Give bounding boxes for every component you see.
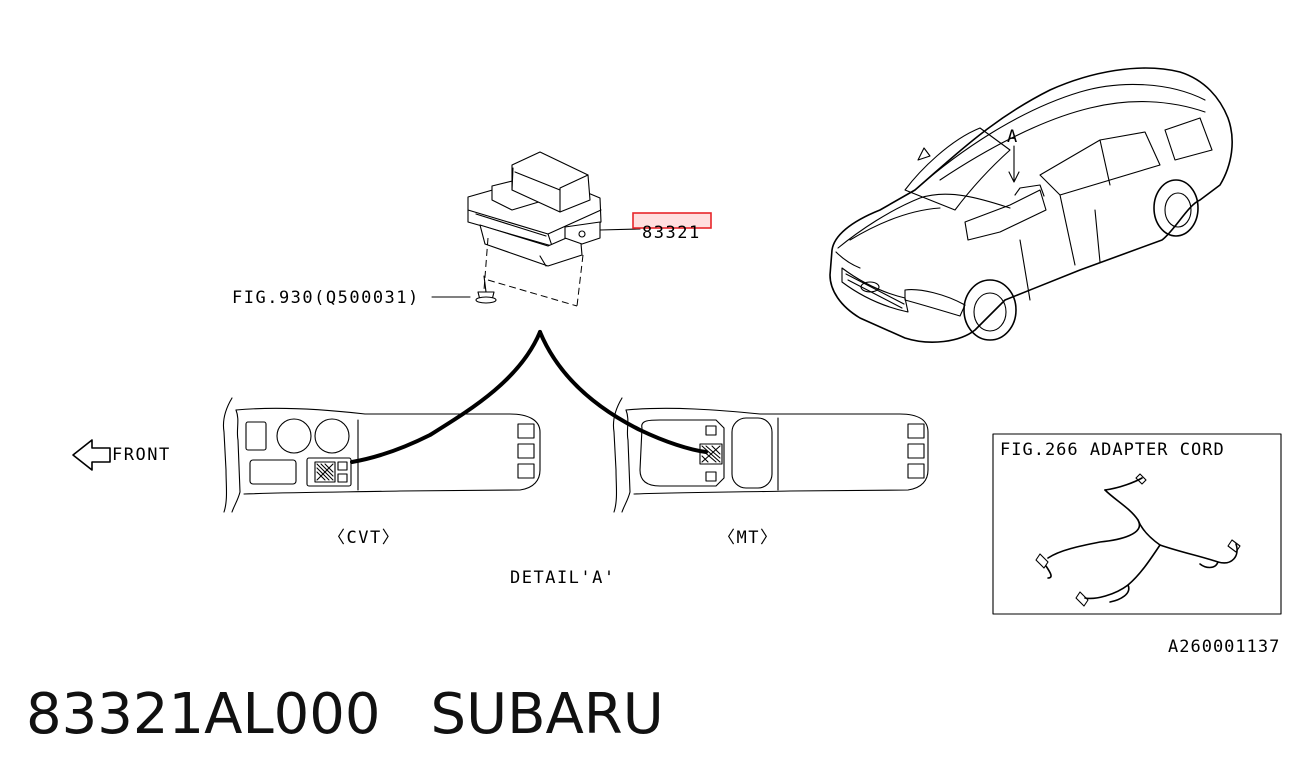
drawing-id: A260001137 [1168,637,1280,657]
screw-drawing [431,275,497,304]
part-caption: 83321AL000 SUBARU [26,682,664,747]
detail-callout-lines [350,330,708,464]
screw-reference-label: FIG.930(Q500031) [232,288,420,308]
part-number-highlight[interactable] [632,212,712,229]
switch-assembly-drawing [467,151,641,307]
cvt-label: 〈CVT〉 [328,528,400,548]
car-drawing [829,67,1233,343]
front-label: FRONT [112,445,171,465]
adapter-cord-box [992,433,1282,615]
caption-brand: SUBARU [430,682,664,747]
adapter-cord-title: FIG.266 ADAPTER CORD [1000,440,1225,460]
part-number-label: 83321 [642,223,701,243]
view-marker-label: A [1007,127,1019,147]
front-arrow-icon [72,439,111,471]
detail-label: DETAIL'A' [510,568,616,588]
cvt-console-drawing [222,397,541,513]
mt-label: 〈MT〉 [718,528,778,548]
mt-console-drawing [612,397,929,513]
caption-part-number: 83321AL000 [26,682,381,747]
